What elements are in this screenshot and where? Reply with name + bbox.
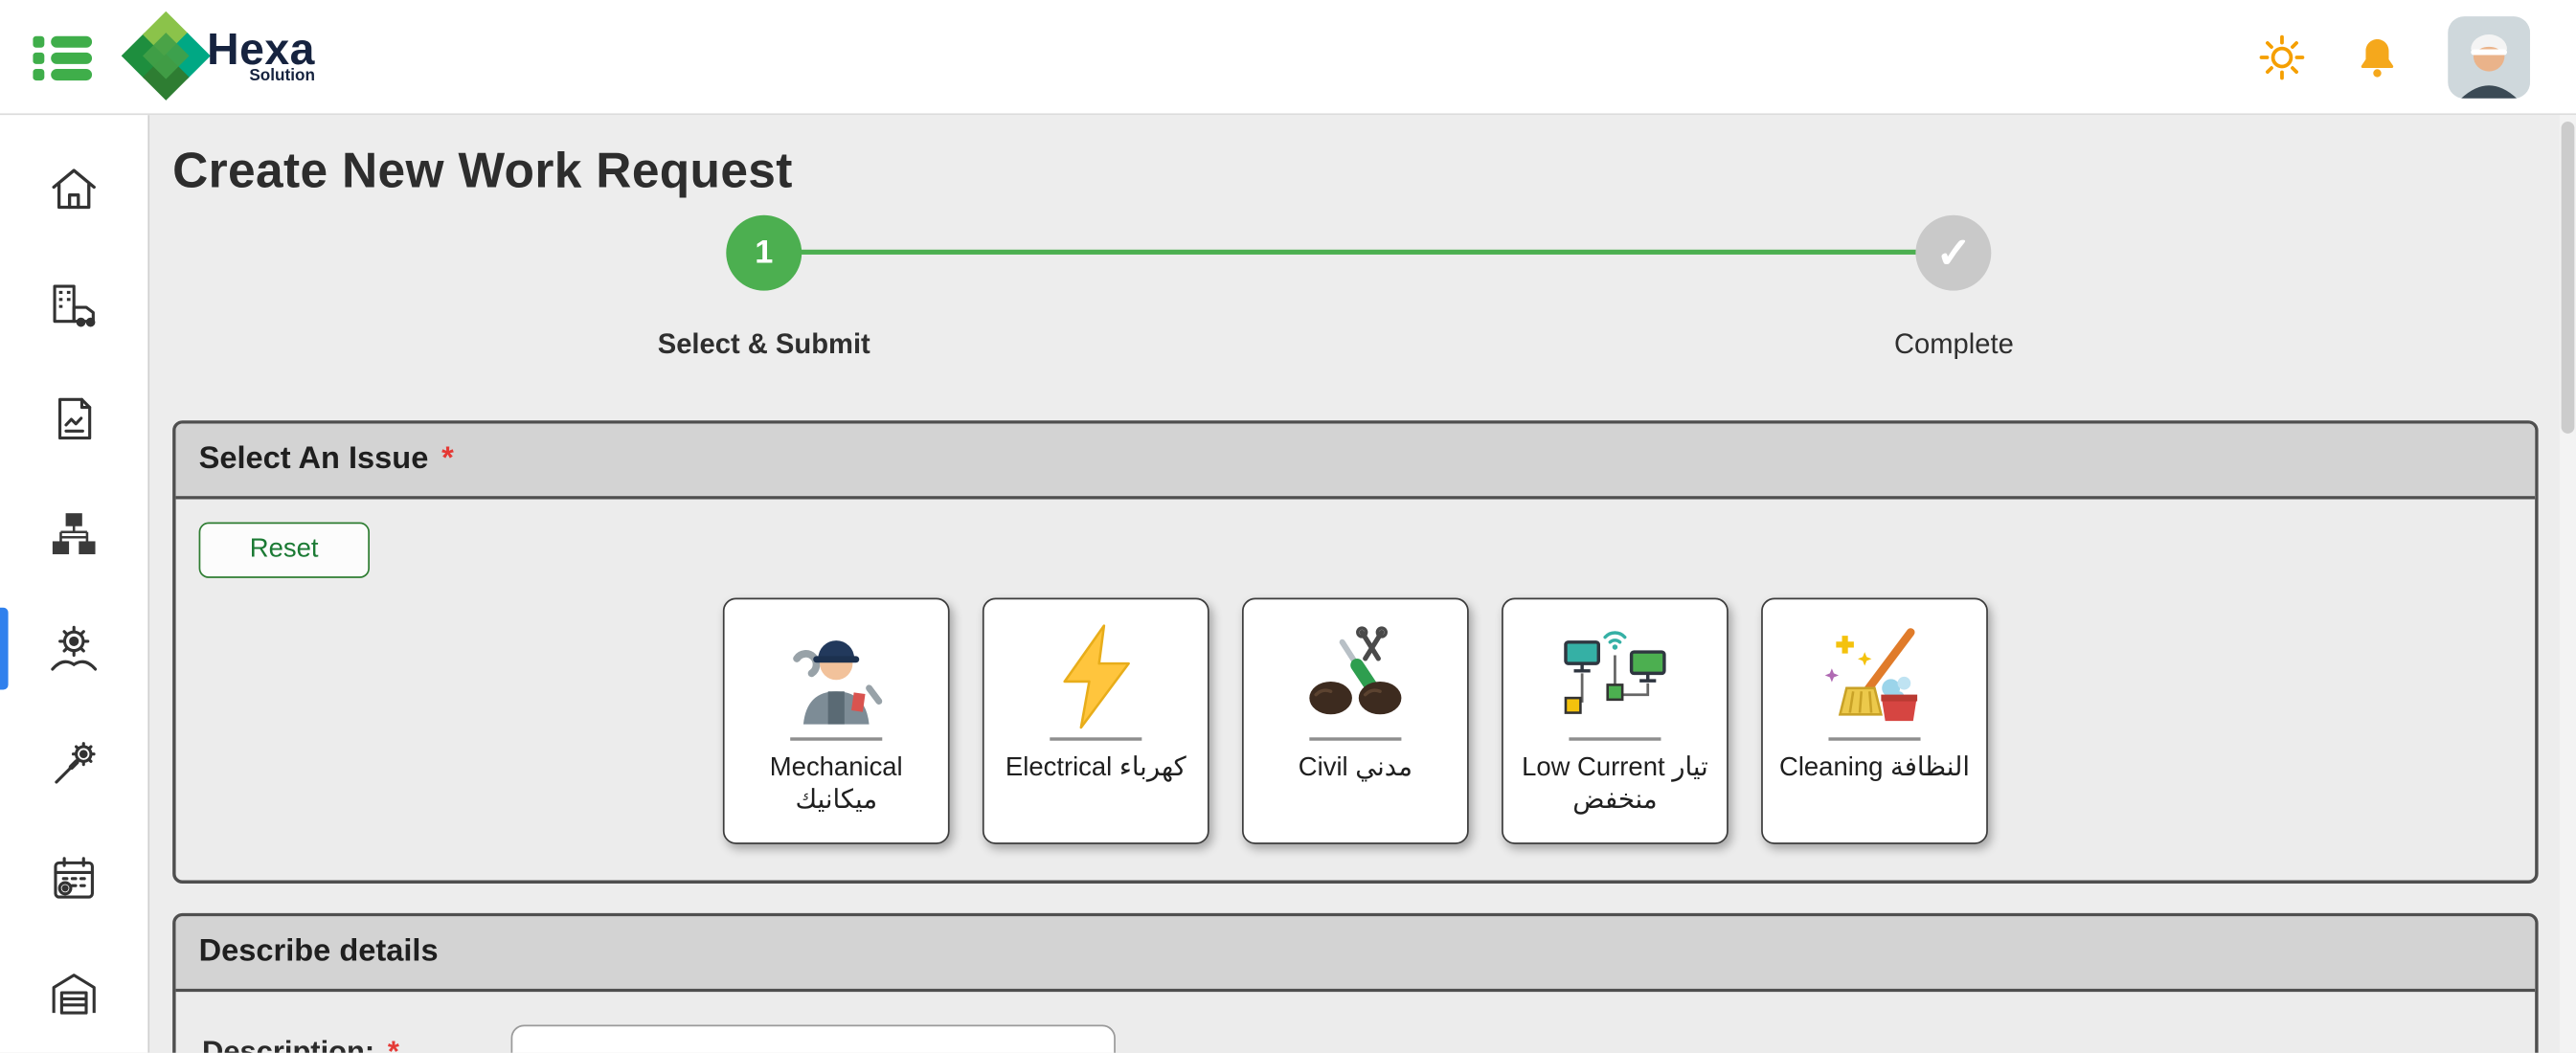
description-label-text: Description: <box>202 1034 375 1053</box>
notifications-button[interactable] <box>2353 32 2402 80</box>
description-required-asterisk: * <box>387 1034 399 1053</box>
description-input[interactable] <box>510 1024 1116 1053</box>
sidebar-item-warehouse[interactable] <box>0 936 147 1051</box>
top-bar-actions <box>2257 15 2543 99</box>
issue-label-mechanical: Mechanical ميكانيك <box>769 752 903 815</box>
required-asterisk: * <box>441 441 454 477</box>
step-2-label: Complete <box>1893 328 2014 360</box>
scrollbar-thumb[interactable] <box>2561 121 2575 434</box>
step-2-indicator: ✓ <box>1915 214 1992 291</box>
reset-button[interactable]: Reset <box>198 522 370 578</box>
main-content: Create New Work Request 1 ✓ Select & Sub… <box>147 115 2576 1053</box>
issue-label-low-current: Low Current تيار منخفض <box>1522 752 1708 815</box>
sun-icon <box>2259 34 2305 79</box>
sidebar-item-work-request[interactable] <box>0 592 147 706</box>
contracts-handshake-icon <box>58 397 92 440</box>
step-1-indicator: 1 <box>726 214 802 291</box>
description-row: Description: * <box>199 1015 2513 1053</box>
issue-card-low-current[interactable]: Low Current تيار منخفض <box>1502 597 1729 844</box>
issue-card-civil[interactable]: Civil مدني <box>1241 597 1469 844</box>
logo-title: Hexa <box>207 24 315 75</box>
sidebar-item-contracts[interactable] <box>0 361 147 476</box>
theme-toggle-button[interactable] <box>2257 32 2306 80</box>
issue-card-mechanical[interactable]: Mechanical ميكانيك <box>722 597 950 844</box>
home-icon <box>52 168 96 210</box>
description-label: Description: * <box>202 1025 511 1053</box>
hierarchy-icon <box>52 513 96 554</box>
card-divider <box>1828 737 1921 740</box>
card-divider <box>790 737 883 740</box>
hamburger-menu-icon[interactable] <box>33 29 95 84</box>
issue-card-electrical[interactable]: Electrical كهرباء <box>982 597 1209 844</box>
select-issue-panel-header: Select An Issue * <box>175 423 2536 500</box>
select-issue-panel: Select An Issue * Reset <box>172 420 2539 884</box>
maintenance-icon <box>55 742 96 784</box>
electrical-icon <box>1037 616 1156 730</box>
top-bar: Hexa Solution <box>0 0 2576 116</box>
avatar-photo <box>2448 15 2531 99</box>
mechanical-icon <box>777 616 895 730</box>
issue-label-electrical: Electrical كهرباء <box>1005 752 1186 781</box>
sidebar-item-maintenance[interactable] <box>0 706 147 821</box>
low-current-icon <box>1556 616 1675 730</box>
card-divider <box>1309 737 1402 740</box>
sidebar-item-facility[interactable] <box>0 246 147 361</box>
step-1-label: Select & Submit <box>657 328 870 360</box>
warehouse-icon <box>52 974 96 1015</box>
bell-icon <box>2361 38 2394 77</box>
stepper-connector-line <box>763 249 1955 255</box>
schedule-calendar-icon <box>54 857 94 899</box>
sidebar-item-schedule[interactable] <box>0 821 147 936</box>
cleaning-icon <box>1816 616 1934 730</box>
issue-label-cleaning: Cleaning النظافة <box>1778 752 1970 781</box>
brand-logo[interactable]: Hexa Solution <box>115 11 315 102</box>
select-issue-title: Select An Issue <box>198 441 429 477</box>
describe-details-panel: Describe details Description: * <box>172 912 2539 1053</box>
card-divider <box>1050 737 1142 740</box>
menu-icon <box>33 34 93 80</box>
stepper: 1 ✓ Select & Submit Complete <box>172 211 2538 375</box>
sidebar-item-home[interactable] <box>0 131 147 246</box>
work-request-icon <box>51 625 98 671</box>
facility-icon <box>53 284 96 327</box>
issue-cards-row: Mechanical ميكانيك Electrical كهرباء <box>199 597 2513 844</box>
civil-icon <box>1297 616 1415 730</box>
logo-text: Hexa Solution <box>207 24 315 86</box>
describe-details-panel-body: Description: * <box>176 992 2536 1053</box>
select-issue-panel-body: Reset <box>176 500 2536 881</box>
describe-details-panel-header: Describe details <box>175 916 2536 993</box>
sidebar-item-hierarchy[interactable] <box>0 477 147 592</box>
page-scrollbar[interactable] <box>2559 115 2576 1053</box>
describe-details-title: Describe details <box>198 934 439 970</box>
page-title: Create New Work Request <box>172 144 793 199</box>
card-divider <box>1569 737 1661 740</box>
issue-label-civil: Civil مدني <box>1298 752 1412 781</box>
logo-subtitle: Solution <box>249 67 315 86</box>
issue-card-cleaning[interactable]: Cleaning النظافة <box>1761 597 1988 844</box>
hexa-logo-icon <box>121 11 211 101</box>
sidebar <box>0 115 150 1053</box>
user-avatar[interactable] <box>2448 15 2531 99</box>
